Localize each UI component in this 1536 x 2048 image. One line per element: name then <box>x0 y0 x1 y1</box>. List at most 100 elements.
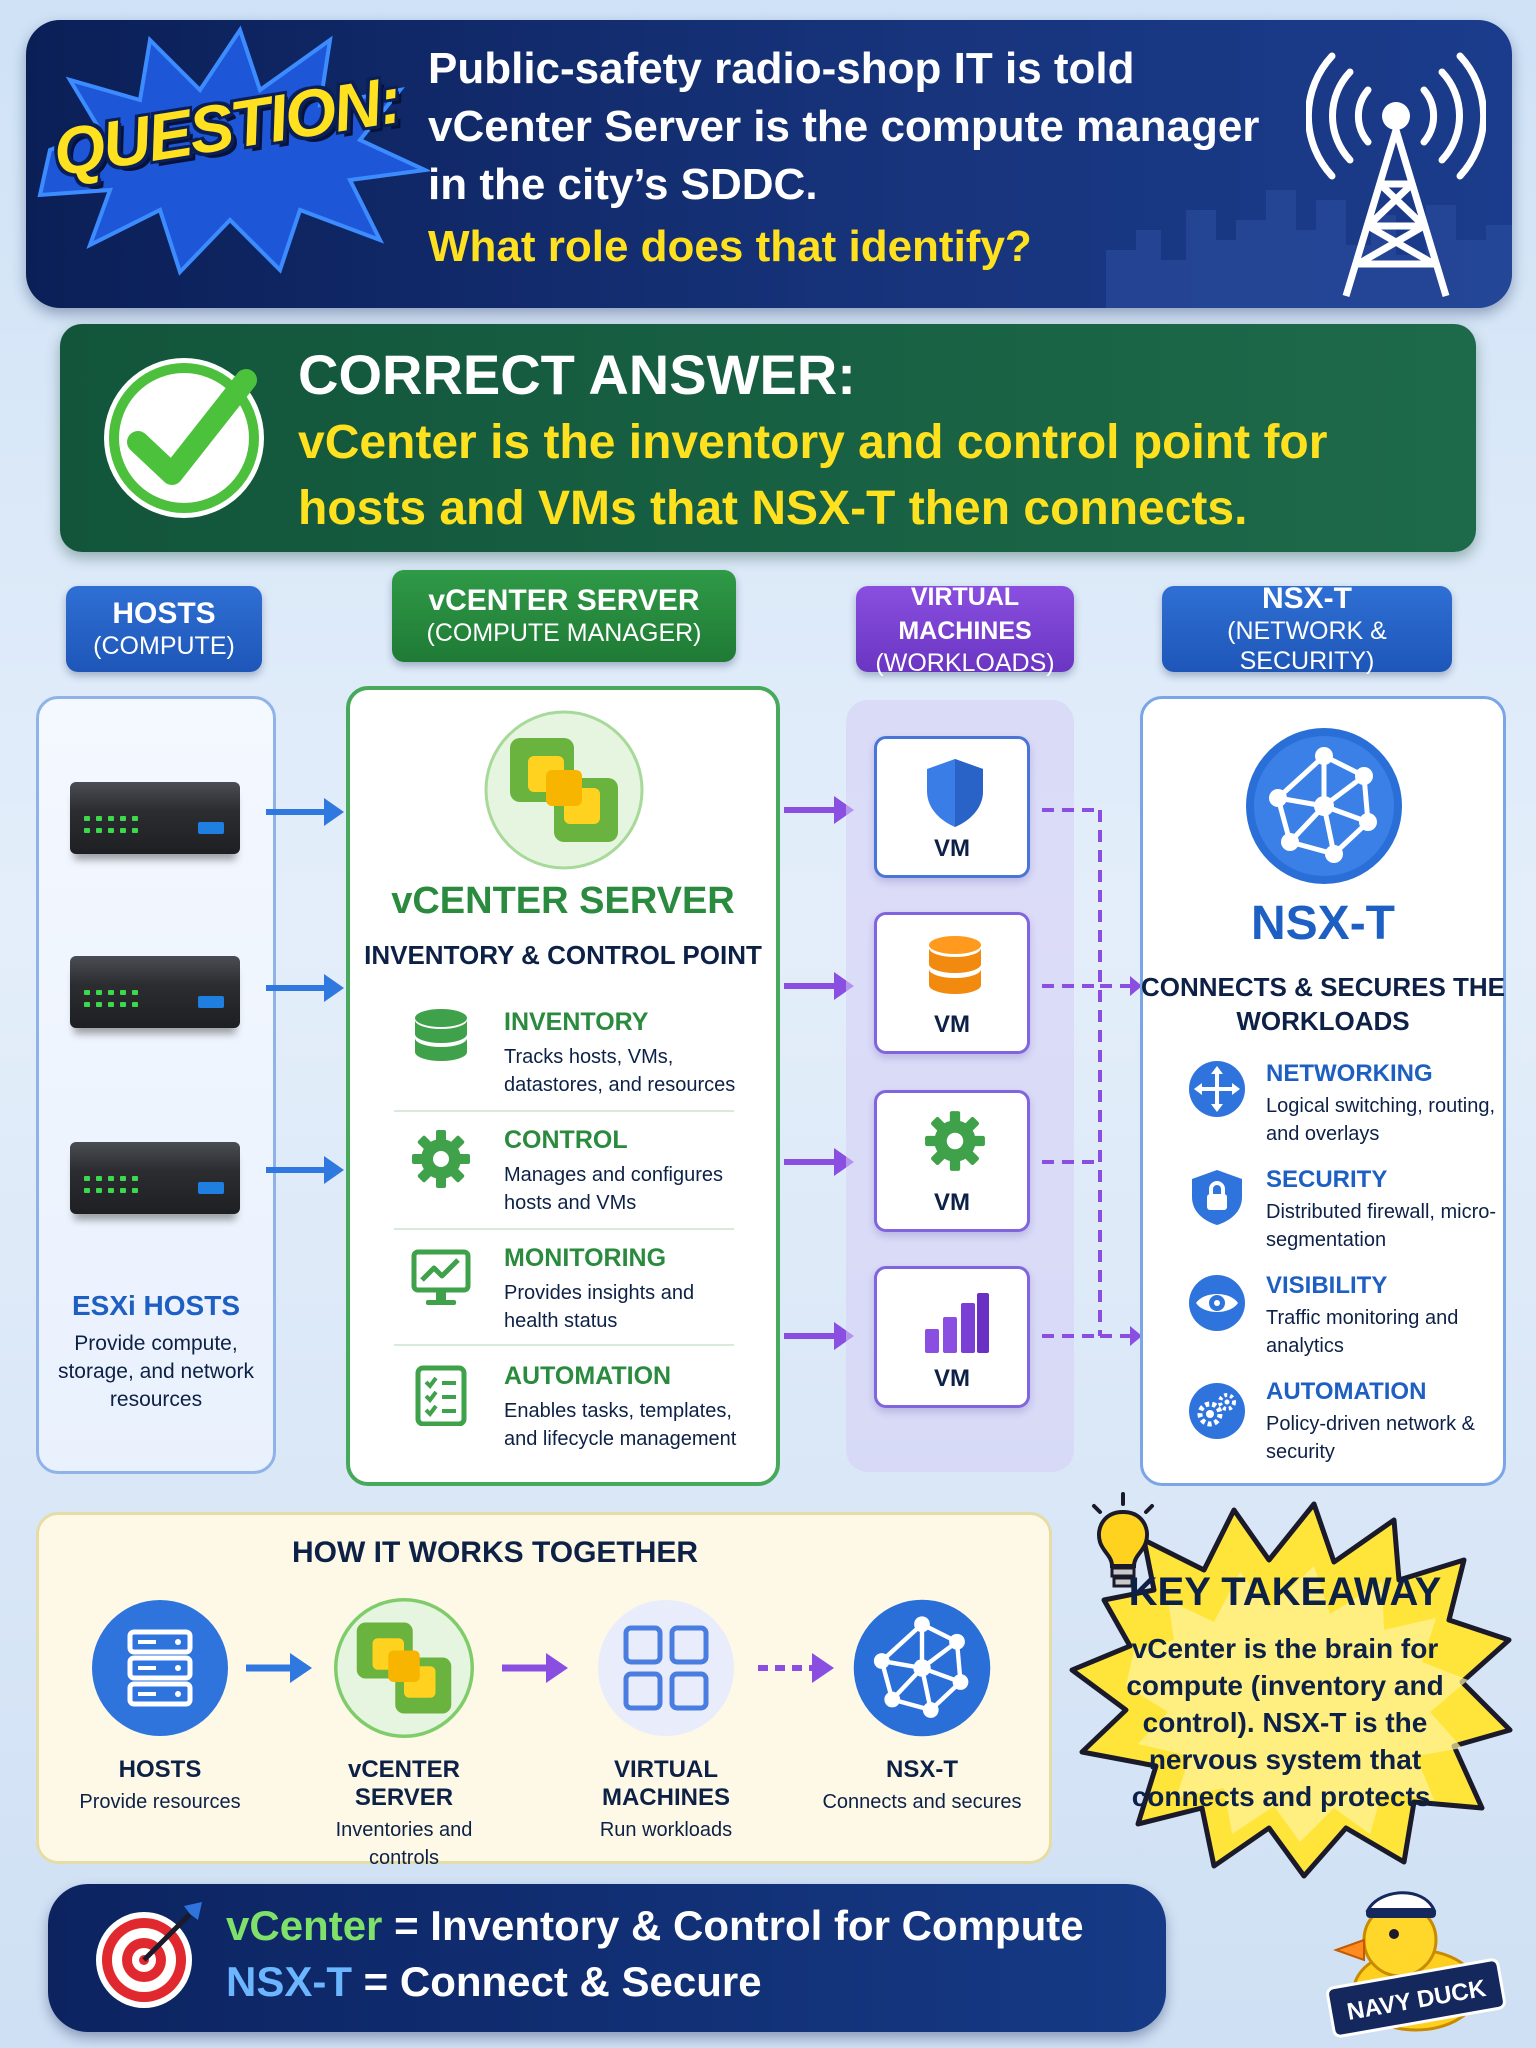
gear-icon <box>925 1111 985 1171</box>
answer-text: vCenter is the inventory and control poi… <box>298 416 1328 535</box>
vm-label: VM <box>934 835 970 862</box>
feature-description: Traffic monitoring and analytics <box>1266 1307 1459 1357</box>
step-description: Connects and secures <box>822 1791 1022 1813</box>
how-it-works-title: HOW IT WORKS TOGETHER <box>292 1536 699 1569</box>
network-globe-icon <box>1246 728 1402 884</box>
answer-banner: CORRECT ANSWER: vCenter is the inventory… <box>60 324 1476 552</box>
vm-card: VM <box>874 736 1030 878</box>
check-icon <box>104 358 264 518</box>
network-globe-icon <box>853 1599 991 1737</box>
takeaway-title: KEY TAKEAWAY <box>1128 1570 1442 1614</box>
vcenter-panel-title: vCENTER SERVER <box>391 880 735 922</box>
dashed-arrow-right-icon <box>758 1653 834 1683</box>
vm-card: VM <box>874 912 1030 1054</box>
step-title: vCENTER SERVER <box>347 1756 461 1811</box>
vcenter-header-title: vCENTER SERVER <box>428 584 700 617</box>
nsxt-feature-networking: NETWORKING Logical switching, routing, a… <box>1188 1060 1498 1148</box>
nsxt-panel-title: NSX-T <box>1251 897 1395 950</box>
feature-description: Policy-driven network & security <box>1266 1413 1475 1463</box>
vm-card: VM <box>874 1090 1030 1232</box>
hosts-header-title: HOSTS <box>112 597 216 630</box>
esxi-hosts-description: Provide compute, storage, and network re… <box>57 1332 255 1411</box>
database-icon <box>415 1009 467 1061</box>
shield-icon <box>927 759 983 827</box>
how-step-vcenter: vCENTER SERVER Inventories and controls <box>304 1756 504 1872</box>
feature-title: NETWORKING <box>1266 1060 1433 1087</box>
vcenter-panel-subtitle: INVENTORY & CONTROL POINT <box>364 940 762 970</box>
summary-key-nsxt: NSX-T <box>226 1958 352 2005</box>
feature-description: Logical switching, routing, and overlays <box>1266 1095 1496 1145</box>
vm-label: VM <box>934 1011 970 1038</box>
hosts-to-vcenter-arrows <box>266 798 344 1184</box>
nsxt-header-title: NSX-T <box>1262 582 1352 615</box>
step-title: NSX-T <box>886 1756 958 1783</box>
vcenter-feature-automation: AUTOMATION Enables tasks, templates, and… <box>394 1362 744 1453</box>
nsxt-panel-subtitle: CONNECTS & SECURES THE WORKLOADS <box>1140 972 1506 1036</box>
vm-grid-icon <box>598 1600 734 1736</box>
feature-title: CONTROL <box>504 1126 628 1154</box>
takeaway-text: vCenter is the brain for compute (invent… <box>1126 1633 1444 1812</box>
arrow-right-icon <box>246 1653 312 1683</box>
question-burst-icon <box>37 25 430 276</box>
nsxt-feature-visibility: VISIBILITY Traffic monitoring and analyt… <box>1188 1272 1498 1360</box>
feature-title: AUTOMATION <box>1266 1378 1427 1405</box>
vms-to-nsxt-dashed-arrows <box>1042 808 1142 1346</box>
divider <box>394 1228 734 1230</box>
how-step-vms: VIRTUAL MACHINES Run workloads <box>566 1756 766 1844</box>
summary-rest-vcenter: = Inventory & Control for Compute <box>382 1902 1084 1949</box>
summary-line-vcenter: vCenter = Inventory & Control for Comput… <box>226 1902 1084 1950</box>
vm-label: VM <box>934 1365 970 1392</box>
vcenter-feature-monitoring: MONITORING Provides insights and health … <box>394 1244 744 1335</box>
step-title: VIRTUAL MACHINES <box>601 1756 730 1811</box>
how-step-nsxt: NSX-T Connects and secures <box>822 1756 1022 1816</box>
server-icon <box>70 956 240 1028</box>
vcenter-feature-control: CONTROL Manages and configures hosts and… <box>394 1126 744 1217</box>
arrow-right-icon <box>502 1653 568 1683</box>
feature-title: INVENTORY <box>504 1008 649 1036</box>
summary-rest-nsxt: = Connect & Secure <box>352 1958 762 2005</box>
gear-icon <box>412 1130 470 1188</box>
network-arrows-icon <box>1189 1061 1245 1117</box>
how-step-hosts: HOSTS Provide resources <box>60 1756 260 1816</box>
vcenter-feature-inventory: INVENTORY Tracks hosts, VMs, datastores,… <box>394 1008 744 1099</box>
step-description: Provide resources <box>79 1791 241 1813</box>
summary-line-nsxt: NSX-T = Connect & Secure <box>226 1958 762 2006</box>
feature-title: AUTOMATION <box>504 1362 672 1390</box>
nsxt-feature-security: SECURITY Distributed firewall, micro-seg… <box>1188 1166 1498 1254</box>
server-icon <box>70 782 240 854</box>
gears-icon <box>1189 1383 1245 1439</box>
question-ask: What role does that identify? <box>428 222 1032 271</box>
vm-label: VM <box>934 1189 970 1216</box>
feature-description: Tracks hosts, VMs, datastores, and resou… <box>504 1046 736 1096</box>
vcenter-logo-icon <box>334 1598 474 1738</box>
divider <box>394 1110 734 1112</box>
step-title: HOSTS <box>118 1756 202 1783</box>
divider <box>394 1344 734 1346</box>
server-stack-icon <box>92 1600 228 1736</box>
vm-card: VM <box>874 1266 1030 1408</box>
feature-description: Provides insights and health status <box>504 1282 695 1332</box>
eye-icon <box>1189 1275 1245 1331</box>
vms-header-title: VIRTUAL MACHINES <box>898 583 1032 645</box>
feature-title: MONITORING <box>504 1244 667 1272</box>
nsxt-column-header: NSX-T (NETWORK & SECURITY) <box>1162 582 1452 675</box>
question-text: Public-safety radio-shop IT is told vCen… <box>428 40 1288 276</box>
vcenter-header-subtitle: (COMPUTE MANAGER) <box>426 619 702 647</box>
vms-column-header: VIRTUAL MACHINES (WORKLOADS) <box>856 583 1074 677</box>
feature-description: Distributed firewall, micro-segmentation <box>1266 1201 1497 1251</box>
bar-chart-icon <box>925 1293 989 1353</box>
vms-header-subtitle: (WORKLOADS) <box>875 649 1055 677</box>
nsxt-feature-automation: AUTOMATION Policy-driven network & secur… <box>1188 1378 1498 1466</box>
lock-shield-icon <box>1192 1170 1242 1225</box>
answer-label: CORRECT ANSWER: <box>298 343 856 406</box>
radio-tower-icon <box>1306 52 1486 298</box>
target-icon <box>96 1902 202 2008</box>
database-icon <box>929 936 981 994</box>
vcenter-column-header: vCENTER SERVER (COMPUTE MANAGER) <box>392 570 736 662</box>
step-description: Inventories and controls <box>335 1819 473 1869</box>
vcenter-logo-icon <box>484 710 644 870</box>
step-description: Run workloads <box>599 1819 733 1841</box>
feature-description: Enables tasks, templates, and lifecycle … <box>504 1400 737 1450</box>
hosts-header-subtitle: (COMPUTE) <box>93 632 235 660</box>
monitor-chart-icon <box>411 1249 471 1305</box>
